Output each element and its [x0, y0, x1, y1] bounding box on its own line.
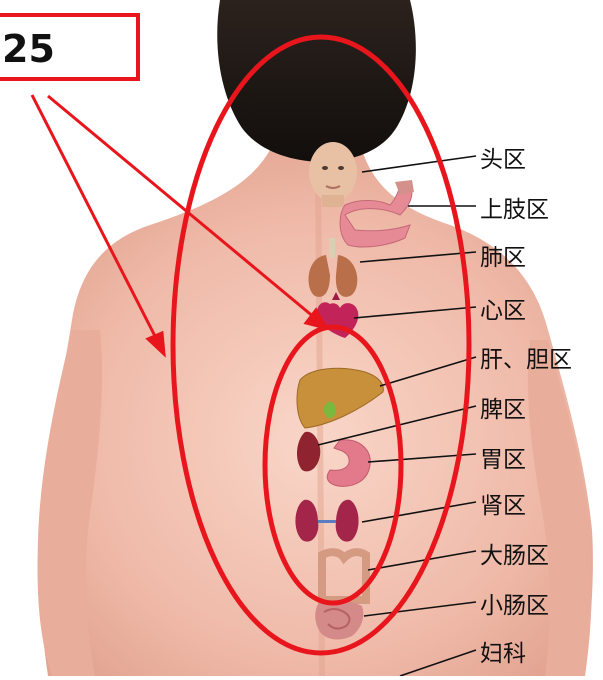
zone-label-liver-gallbladder: 肝、胆区: [480, 340, 572, 374]
zone-label-large-intestine: 大肠区: [480, 536, 549, 570]
zone-label-head: 头区: [480, 140, 526, 174]
zone-label-kidney: 肾区: [480, 486, 526, 520]
number-badge: 25: [0, 13, 140, 81]
zone-label-heart: 心区: [480, 291, 526, 325]
zone-label-spleen: 脾区: [480, 390, 526, 424]
zone-label-lung: 肺区: [480, 238, 526, 272]
zone-label-upper-limb: 上肢区: [480, 190, 549, 224]
zone-label-stomach: 胃区: [480, 440, 526, 474]
zone-label-small-intestine: 小肠区: [480, 586, 549, 620]
badge-number: 25: [2, 27, 55, 71]
zone-label-gynecology: 妇科: [480, 634, 526, 668]
